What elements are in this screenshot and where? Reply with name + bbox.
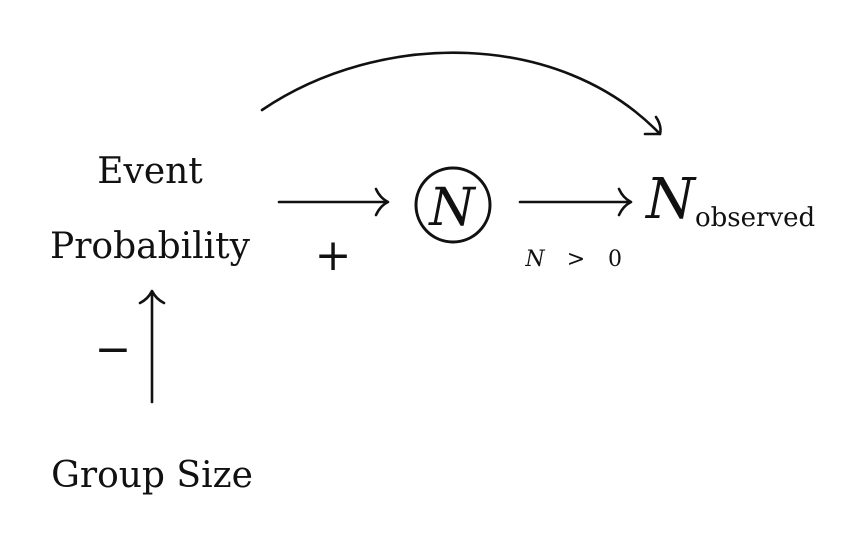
- edge-n-to-n-observed: [518, 187, 633, 217]
- minus-sign: −: [95, 324, 132, 375]
- condition-label: N > 0: [524, 247, 622, 272]
- event-probability-line1: Event: [97, 151, 203, 192]
- n-circle-label: N: [427, 178, 476, 238]
- edge-event-to-n: [277, 187, 390, 217]
- plus-sign: +: [315, 230, 352, 281]
- edge-group-to-event: [138, 289, 166, 404]
- n-circle-node: N: [414, 166, 492, 244]
- n-observed-node: N observed: [644, 167, 815, 233]
- condition-op: >: [567, 247, 585, 272]
- n-observed-main: N: [644, 167, 697, 232]
- condition-val: 0: [608, 247, 622, 272]
- n-observed-subscript: observed: [695, 203, 815, 233]
- condition-var: N: [524, 247, 545, 272]
- n-circle-ring: [414, 166, 492, 244]
- group-size-node: Group Size: [51, 455, 253, 496]
- event-probability-node: Event Probability: [50, 151, 251, 267]
- edge-event-to-n-observed-curve: [260, 51, 662, 136]
- event-probability-line2: Probability: [50, 226, 251, 267]
